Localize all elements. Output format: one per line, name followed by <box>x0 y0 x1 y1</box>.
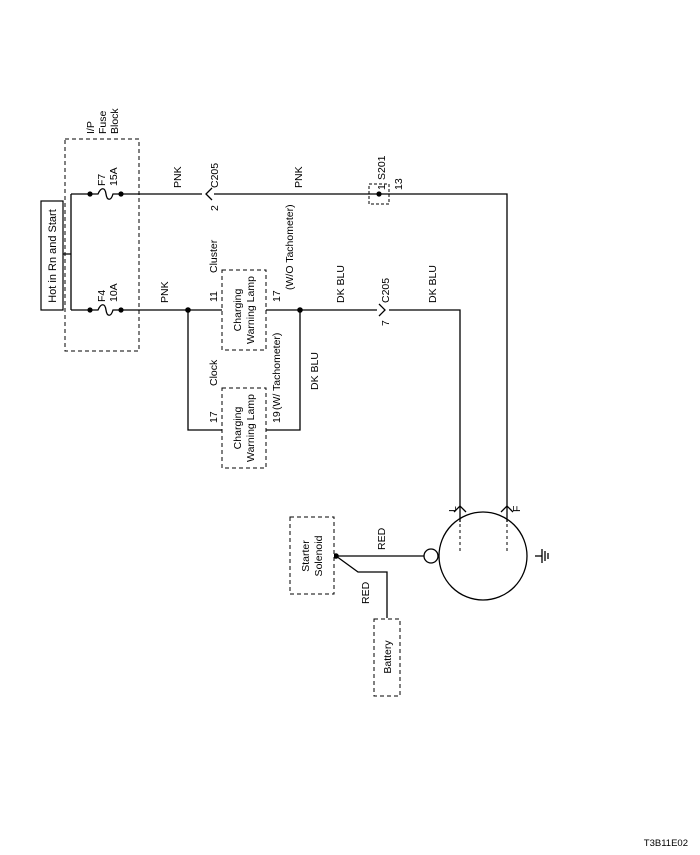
c205-pin-7: 7 <box>380 320 392 326</box>
battery: Battery <box>373 618 401 697</box>
clock-pin-19: 19 <box>271 411 283 423</box>
fuse-f4-rating: 10A <box>108 283 120 302</box>
dk-blu-label-2: DK BLU <box>427 265 439 303</box>
s201-pin-1: 1 <box>376 184 388 190</box>
pnk-label-upper-2: PNK <box>293 166 305 188</box>
power-feed-box: Hot in Rn and Start <box>40 200 64 311</box>
generator-terminal-f-connector <box>500 505 514 522</box>
dk-blu-label-3: DK BLU <box>309 352 321 390</box>
generator-terminal-l-connector <box>453 505 467 522</box>
generator-terminal-l-label: L <box>447 506 459 512</box>
generator-bat-terminal <box>423 548 439 564</box>
pnk-label-upper-1: PNK <box>172 166 184 188</box>
cluster-variant: (W/O Tachometer) <box>284 204 296 290</box>
dk-blu-splice-dot <box>297 307 303 313</box>
clock-lamp-line-2: Warning Lamp <box>245 394 257 462</box>
cluster-label: Cluster <box>208 239 220 273</box>
dk-blu-label-1: DK BLU <box>335 265 347 303</box>
power-feed-wire <box>63 193 89 311</box>
fuse-block-title-line-2: Fuse <box>97 110 109 134</box>
pnk-wire-lower <box>121 309 222 431</box>
s201-label: S201 <box>376 155 388 180</box>
cluster-lamp-line-2: Warning Lamp <box>245 276 257 344</box>
starter-solenoid-line-2: Solenoid <box>313 535 325 576</box>
fuse-block-title-line-1: I/P <box>85 121 97 134</box>
cluster-pin-11: 11 <box>208 291 220 302</box>
cluster-pin-17: 17 <box>271 290 283 302</box>
s201-pin-13: 13 <box>393 178 405 190</box>
s201-splice: S201 1 13 <box>368 155 405 205</box>
starter-solenoid: Starter Solenoid <box>289 516 335 595</box>
cluster-charging-warning-lamp: Cluster Charging Warning Lamp 11 17 (W/O… <box>208 204 296 351</box>
cluster-lamp-line-1: Charging <box>232 289 244 332</box>
fuse-f7: F7 15A <box>87 167 124 200</box>
clock-charging-warning-lamp: Clock Charging Warning Lamp 17 19 (W/ Ta… <box>208 333 283 469</box>
clock-pin-17: 17 <box>208 411 220 423</box>
dk-blu-wire <box>266 309 461 508</box>
red-label-1: RED <box>376 527 388 550</box>
ground-icon <box>535 549 549 563</box>
c205-pin-2: 2 <box>209 205 221 211</box>
starter-solenoid-line-1: Starter <box>300 540 312 572</box>
clock-label: Clock <box>208 359 220 386</box>
power-feed-label: Hot in Rn and Start <box>47 209 59 303</box>
generator-terminal-f-label: F <box>511 506 523 512</box>
generator: L F <box>423 505 549 601</box>
c205-connector-upper: C205 2 <box>205 163 221 211</box>
fuse-f4-name: F4 <box>96 290 108 302</box>
clock-lamp-line-1: Charging <box>232 407 244 450</box>
fuse-f7-rating: 15A <box>108 167 120 186</box>
solenoid-terminal-dot <box>333 553 339 559</box>
fuse-block-title-line-3: Block <box>109 108 121 134</box>
red-label-2: RED <box>360 581 372 604</box>
c205-label-upper: C205 <box>209 163 221 188</box>
pnk-wire-upper <box>121 193 508 508</box>
fuse-f7-name: F7 <box>96 174 108 186</box>
red-wire-battery <box>335 555 388 618</box>
pnk-splice-dot <box>185 307 191 313</box>
battery-label: Battery <box>382 640 394 674</box>
c205-label-lower: C205 <box>380 278 392 303</box>
figure-code: T3B11E02 <box>644 838 688 849</box>
ip-fuse-block: I/P Fuse Block <box>64 108 140 352</box>
clock-variant: (W/ Tachometer) <box>271 333 283 410</box>
pnk-label-lower: PNK <box>159 281 171 303</box>
c205-connector-lower: C205 7 <box>378 278 392 326</box>
